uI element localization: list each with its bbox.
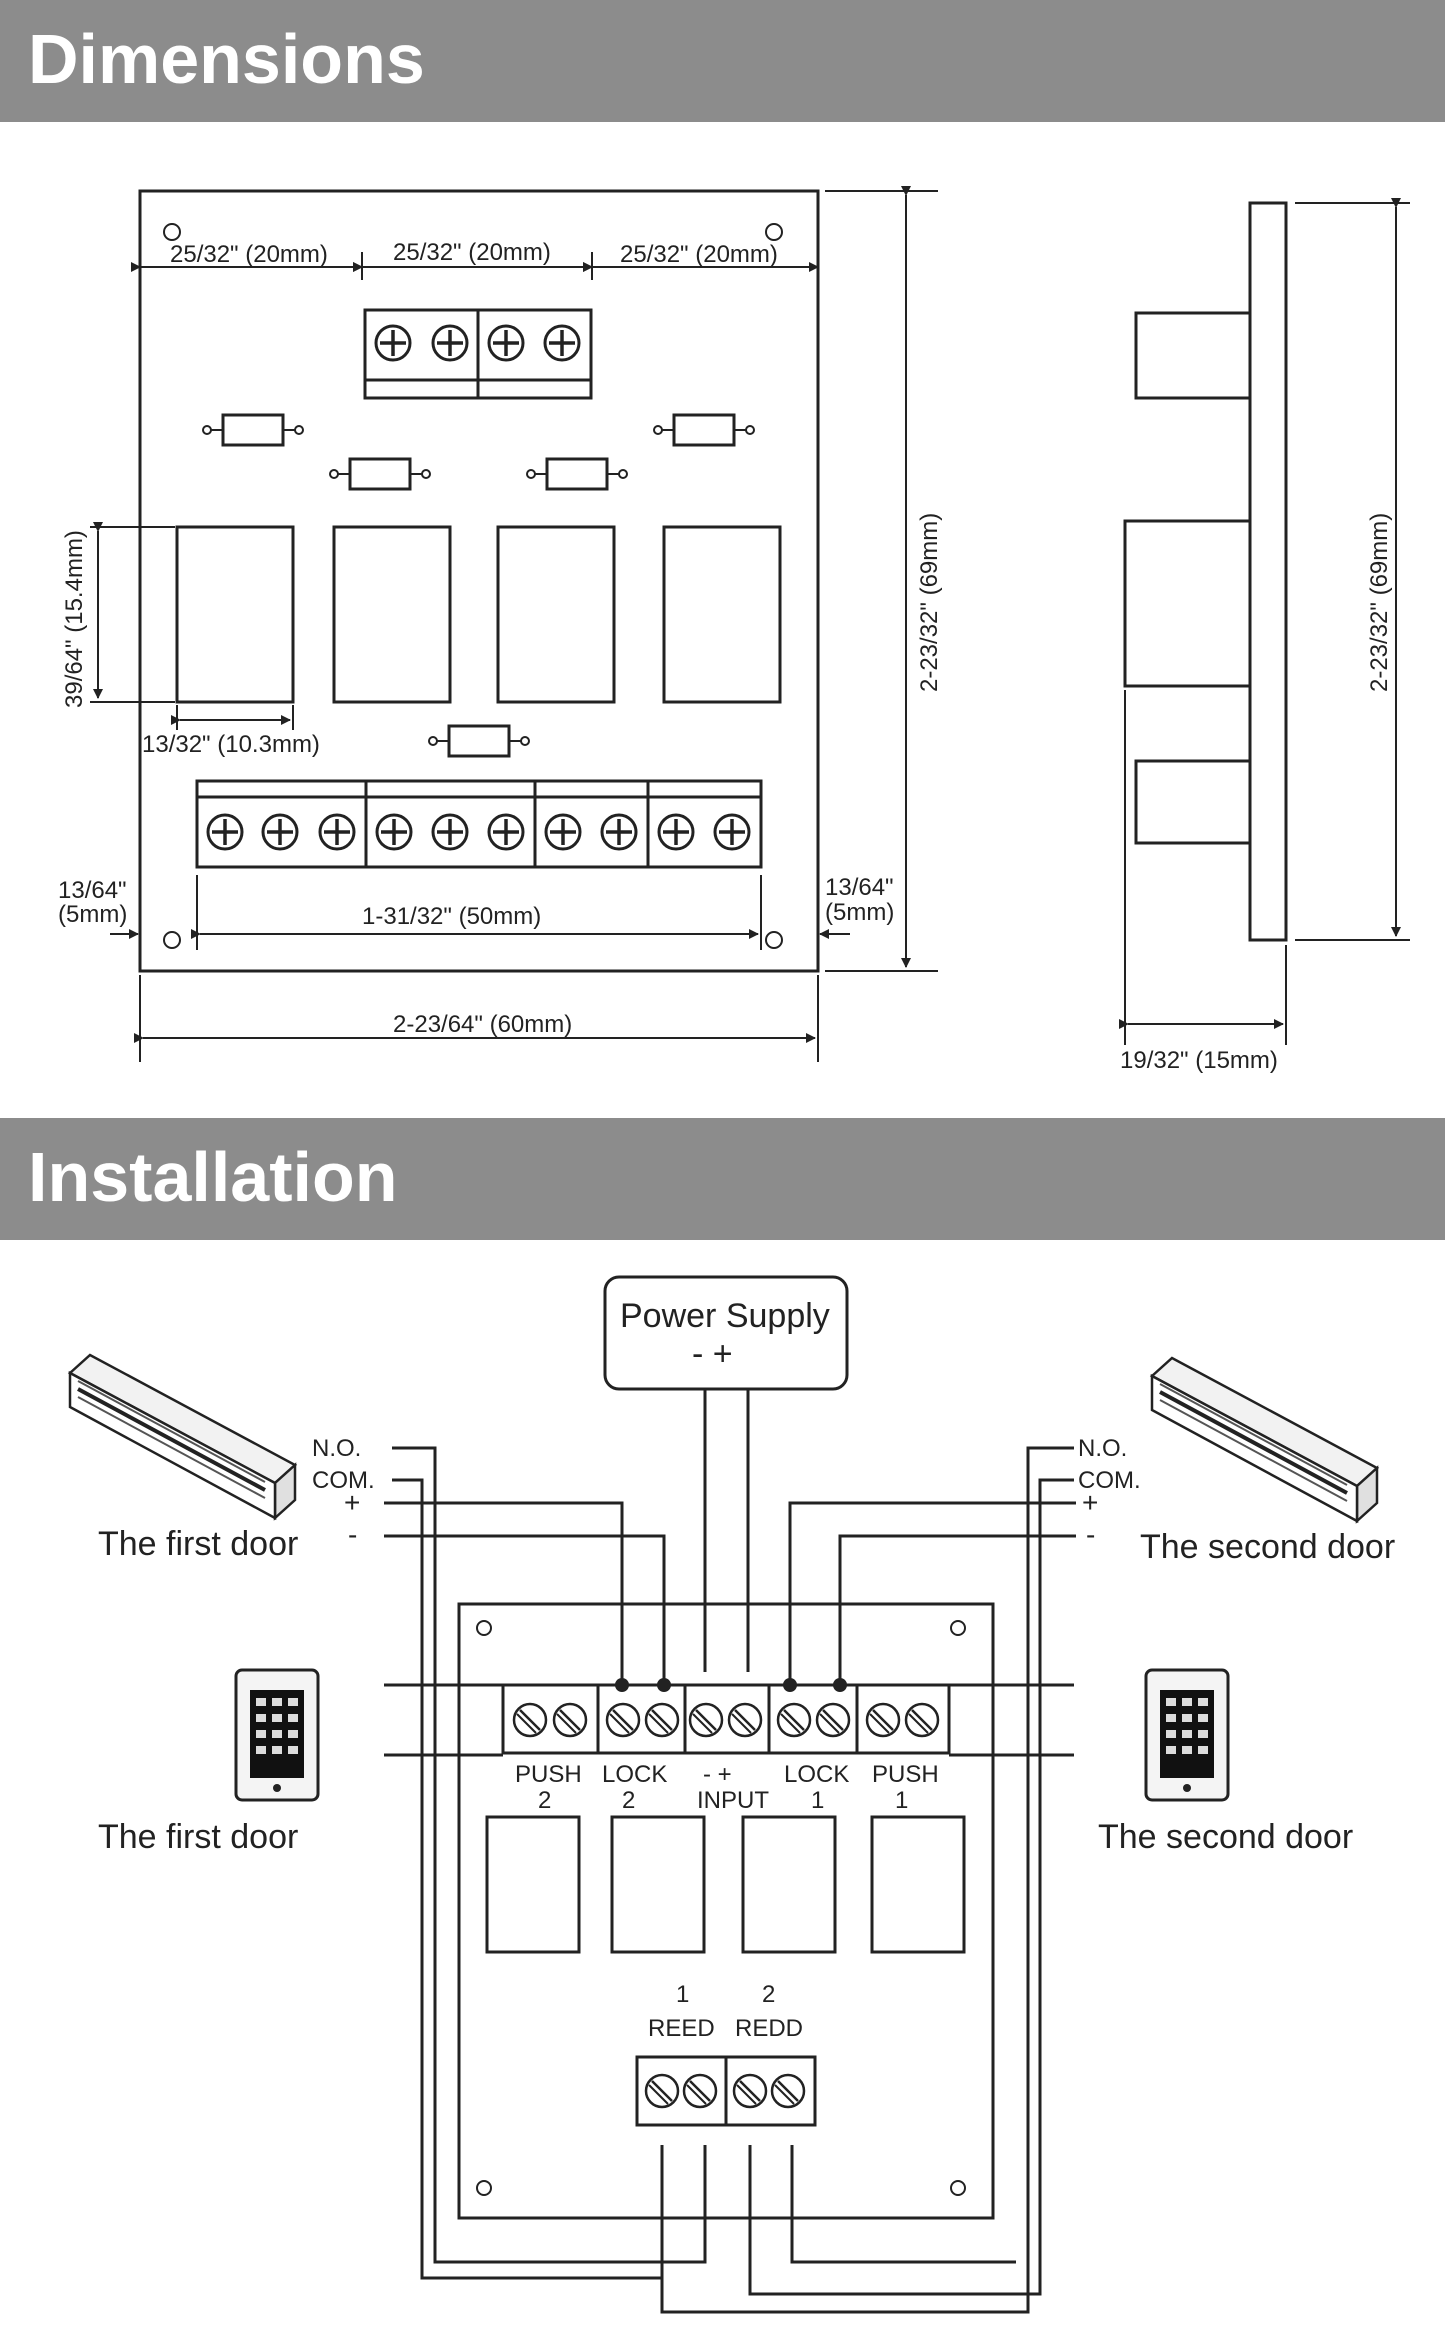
relay	[870, 1815, 966, 1954]
power-supply-label: Power Supply	[620, 1297, 830, 1335]
board-side-view: 2-23/32" (69mm) 19/32" (15mm)	[1119, 198, 1410, 1074]
dim-edge-right-1: 13/64"	[825, 874, 894, 901]
installation-title: Installation	[28, 1138, 398, 1216]
relay	[332, 525, 452, 704]
keypad-icon	[234, 1668, 320, 1802]
screw-terminal-icon	[487, 813, 525, 851]
magnetic-lock-icon	[67, 1353, 298, 1521]
relay	[741, 1815, 837, 1954]
no-right-label: N.O.	[1078, 1435, 1127, 1462]
mount-hole	[163, 931, 181, 949]
dim-edge-left-1: 13/64"	[58, 877, 127, 904]
lock1-number: 1	[811, 1787, 824, 1814]
mount-hole	[163, 223, 181, 241]
minus-left-label: -	[348, 1519, 357, 1550]
magnetic-lock-icon	[1149, 1356, 1380, 1524]
screw-terminal-icon	[543, 324, 581, 362]
relay	[485, 1815, 581, 1954]
screw-terminal-icon	[713, 813, 751, 851]
com-right-label: COM.	[1078, 1467, 1141, 1494]
dim-overall-height-front: 2-23/32" (69mm)	[916, 513, 943, 692]
screw-terminal-icon	[657, 813, 695, 851]
second-door-lock-label: The second door	[1140, 1528, 1395, 1566]
input-label: INPUT	[697, 1787, 769, 1814]
relay	[610, 1815, 706, 1954]
com-left-label: COM.	[312, 1467, 375, 1494]
resistor-icon	[525, 457, 629, 491]
dim-edge-right-2: (5mm)	[825, 899, 894, 926]
no-left-label: N.O.	[312, 1435, 361, 1462]
relay	[496, 525, 616, 704]
reed-label-1: REED	[648, 2015, 715, 2042]
lock1-label: LOCK	[784, 1761, 849, 1788]
resistor-icon	[201, 413, 305, 447]
push2-label: PUSH	[515, 1761, 582, 1788]
dim-relay-width: 13/32" (10.3mm)	[142, 731, 320, 758]
resistor-icon	[427, 724, 531, 758]
reed-number-2: 2	[762, 1981, 775, 2008]
input-polarity: - +	[703, 1761, 732, 1788]
wiring	[384, 1389, 1076, 2314]
screw-terminal-icon	[431, 813, 469, 851]
first-door-lock-label: The first door	[98, 1525, 298, 1563]
screw-terminal-icon	[544, 813, 582, 851]
screw-terminal-icon	[375, 813, 413, 851]
reed-number-1: 1	[676, 1981, 689, 2008]
installation-board: PUSH 2 LOCK 2 - + INPUT LOCK 1 PUSH 1 1 …	[457, 1602, 995, 2220]
push2-number: 2	[538, 1787, 551, 1814]
push1-number: 1	[895, 1787, 908, 1814]
resistor-icon	[652, 413, 756, 447]
dim-overall-width: 2-23/64" (60mm)	[393, 1011, 572, 1038]
screw-terminal-icon	[431, 324, 469, 362]
lock2-number: 2	[622, 1787, 635, 1814]
dim-top-spacing-left: 25/32" (20mm)	[170, 241, 328, 268]
push1-label: PUSH	[872, 1761, 939, 1788]
screw-terminal-icon	[374, 324, 412, 362]
screw-terminal-icon	[600, 813, 638, 851]
dim-hole-spacing: 1-31/32" (50mm)	[362, 903, 541, 930]
minus-right-label: -	[1086, 1519, 1095, 1550]
power-supply-box: Power Supply - +	[603, 1275, 849, 1391]
board-front-view: 25/32" (20mm) 25/32" (20mm) 25/32" (20mm…	[58, 186, 943, 1062]
relay	[662, 525, 782, 704]
dim-edge-left-2: (5mm)	[58, 901, 127, 928]
mount-hole	[765, 931, 783, 949]
mount-hole	[765, 223, 783, 241]
keypad-icon	[1144, 1668, 1230, 1802]
dim-top-spacing-mid: 25/32" (20mm)	[393, 239, 551, 266]
plus-right-label: +	[1082, 1487, 1098, 1518]
dim-overall-height-side: 2-23/32" (69mm)	[1366, 513, 1393, 692]
dimensions-title: Dimensions	[28, 20, 425, 98]
first-door-keypad-label: The first door	[98, 1818, 298, 1856]
screw-terminal-icon	[261, 813, 299, 851]
screw-terminal-icon	[487, 324, 525, 362]
resistor-icon	[328, 457, 432, 491]
screw-terminal-icon	[318, 813, 356, 851]
bottom-terminal-block	[195, 779, 763, 869]
dim-side-depth: 19/32" (15mm)	[1120, 1047, 1278, 1074]
dim-top-spacing-right: 25/32" (20mm)	[620, 241, 778, 268]
installation-banner: Installation	[0, 1118, 1445, 1240]
relay	[175, 525, 295, 704]
top-terminal-block	[363, 308, 593, 400]
dimensions-banner: Dimensions	[0, 0, 1445, 122]
dim-relay-height: 39/64" (15.4mm)	[61, 530, 88, 708]
power-supply-polarity: - +	[692, 1335, 733, 1373]
screw-terminal-icon	[206, 813, 244, 851]
plus-left-label: +	[344, 1487, 360, 1518]
reed-label-2: REDD	[735, 2015, 803, 2042]
second-door-keypad-label: The second door	[1098, 1818, 1353, 1856]
lock2-label: LOCK	[602, 1761, 667, 1788]
